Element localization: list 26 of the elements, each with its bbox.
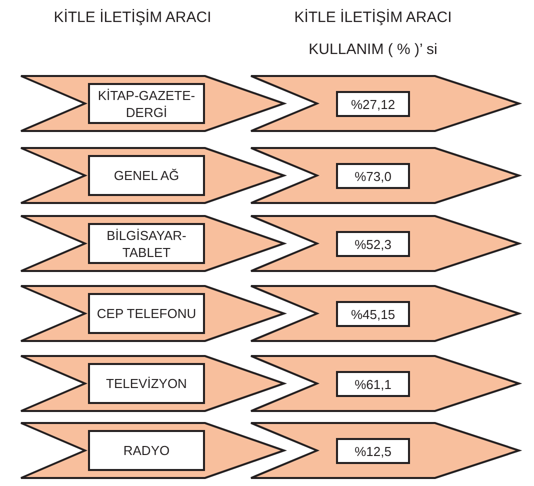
percentage-box: %27,12	[336, 91, 410, 117]
media-name-box: TELEVİZYON	[88, 363, 205, 404]
percentage-box: %73,0	[336, 163, 410, 189]
media-name-box: RADYO	[88, 430, 205, 471]
chevron-arrow	[20, 75, 285, 132]
media-name-box: GENEL AĞ	[88, 155, 205, 196]
chevron-arrow	[250, 75, 520, 132]
chevron-arrow	[250, 215, 520, 272]
chevron-arrow	[250, 147, 520, 204]
chevron-arrow	[20, 355, 285, 412]
chevron-arrow	[250, 355, 520, 412]
chevron-arrow	[250, 285, 520, 342]
column-header: KİTLE İLETİŞİM ARACI	[52, 8, 212, 28]
percentage-box: %61,1	[336, 371, 410, 397]
percentage-box: %12,5	[336, 438, 410, 464]
column-header: KİTLE İLETİŞİM ARACI KULLANIM ( % )’ si	[293, 8, 453, 60]
chevron-arrow	[20, 215, 285, 272]
percentage-box: %52,3	[336, 231, 410, 257]
media-name-box: KİTAP-GAZETE-DERGİ	[88, 83, 205, 124]
chevron-arrow	[20, 285, 285, 342]
chevron-arrow	[20, 422, 285, 479]
percentage-box: %45,15	[336, 301, 410, 327]
media-name-box: CEP TELEFONU	[88, 293, 205, 334]
media-name-box: BİLGİSAYAR-TABLET	[88, 223, 205, 264]
chevron-arrow	[20, 147, 285, 204]
chevron-arrow	[250, 422, 520, 479]
